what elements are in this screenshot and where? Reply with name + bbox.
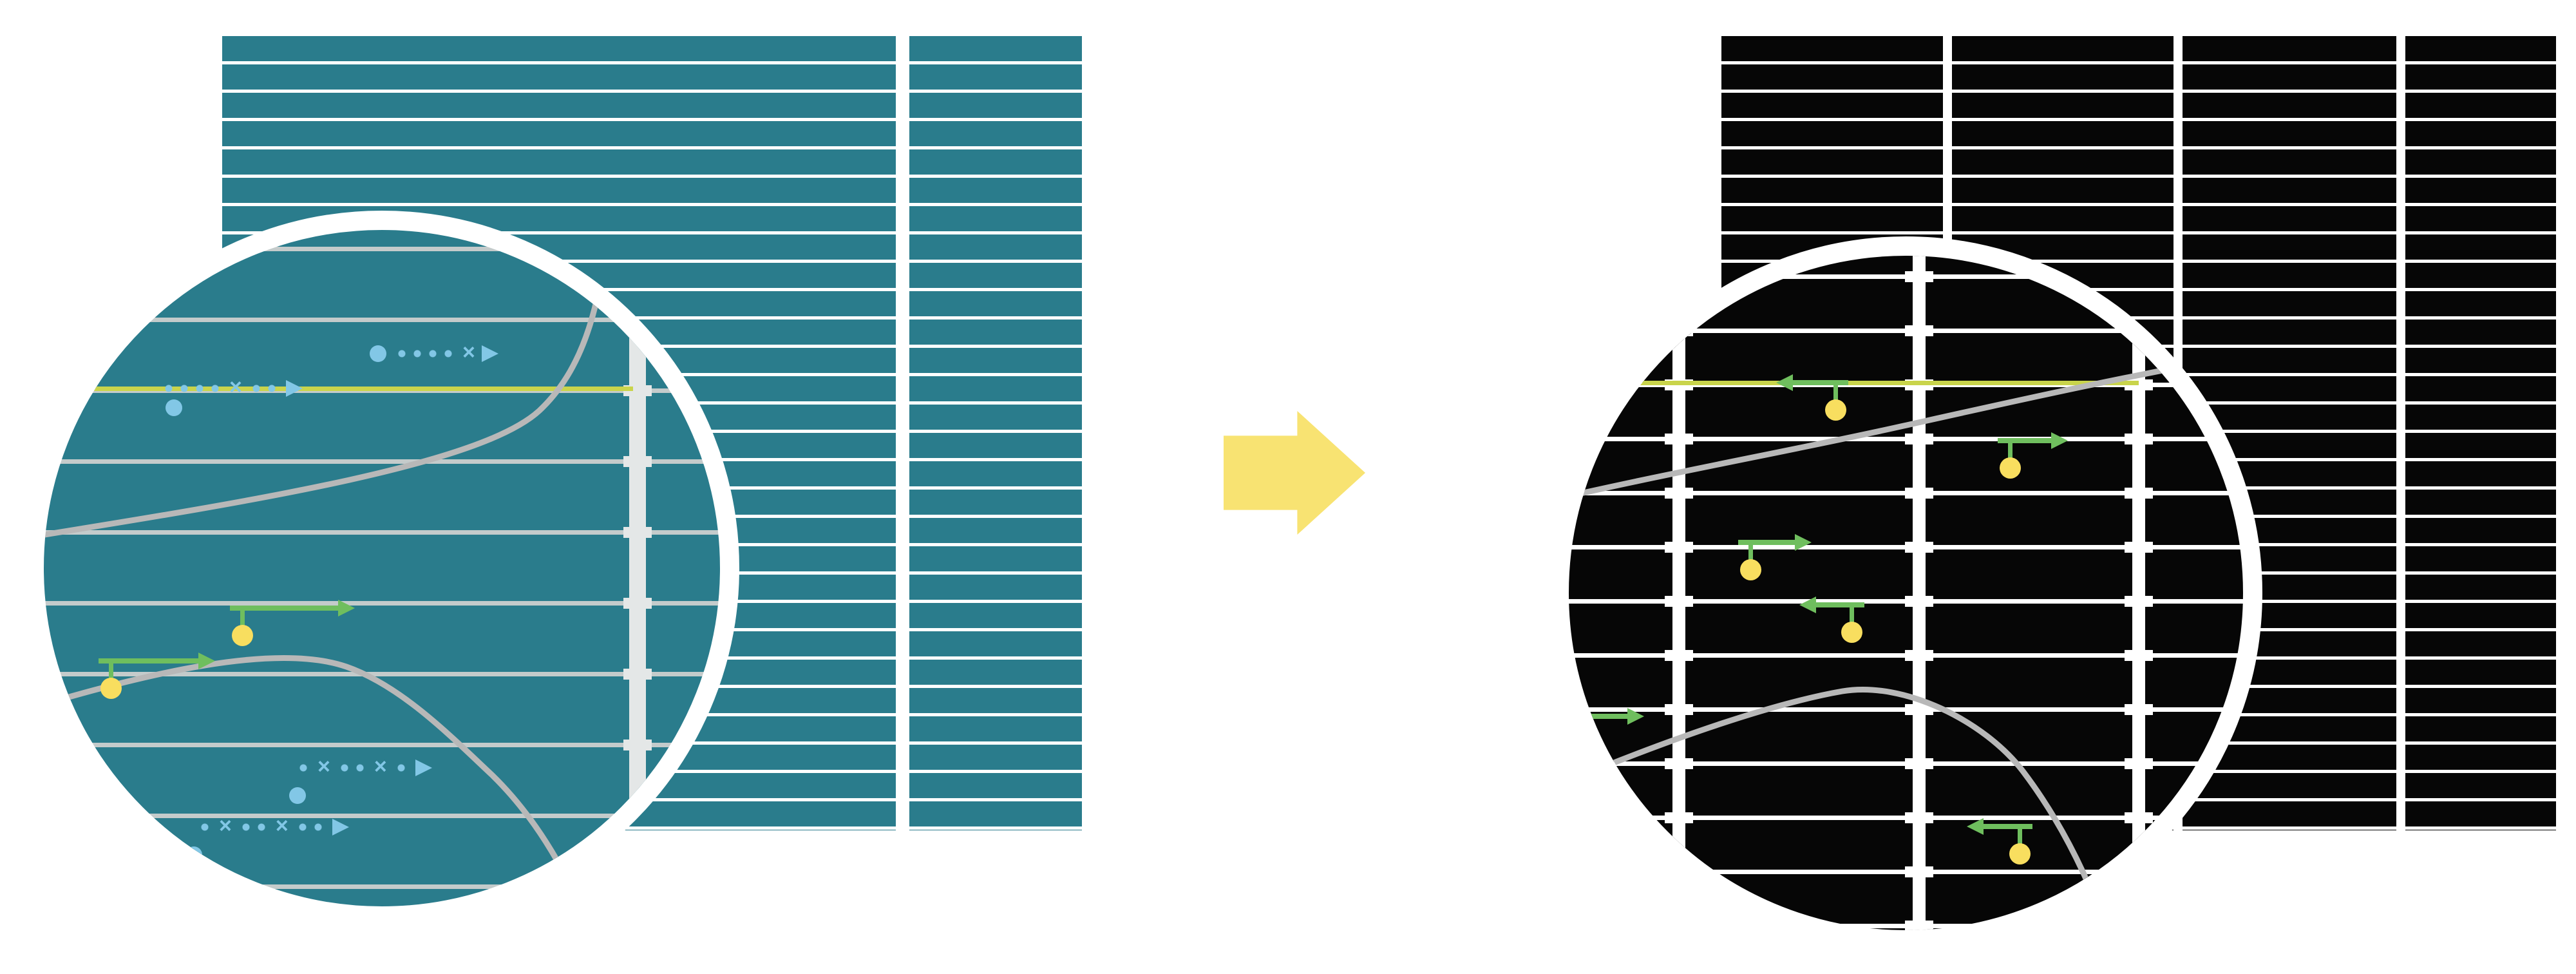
carrier-arrow xyxy=(1998,432,2068,483)
blue-arrowhead-icon xyxy=(332,819,349,836)
busbar-bar xyxy=(1672,256,1685,930)
dotted-run xyxy=(296,764,311,772)
carrier-dot xyxy=(2000,457,2021,479)
green-arrowhead-icon xyxy=(1967,818,1984,835)
blocked-path-arrow: × xyxy=(161,375,303,399)
contour-lines xyxy=(1569,352,2243,930)
recombination-x-marker: × xyxy=(374,754,387,779)
carrier-line xyxy=(1814,602,1864,607)
recombination-x-marker: × xyxy=(229,375,242,399)
carrier-arrow xyxy=(1574,708,1644,759)
carrier-stem xyxy=(2008,443,2012,459)
contour-lines xyxy=(44,230,612,906)
carrier-arrow xyxy=(1799,597,1864,647)
busbar-bar xyxy=(2132,256,2145,930)
left-magnifier-content: × × × × × xyxy=(44,230,720,906)
green-arrowhead-icon xyxy=(1795,534,1812,551)
blue-arrowhead-icon xyxy=(415,759,432,776)
carrier-stem xyxy=(1584,718,1589,734)
carrier-arrow xyxy=(1967,818,2032,869)
dotted-run xyxy=(393,764,409,772)
right-magnifier-circle xyxy=(1549,236,2262,950)
carrier-line xyxy=(1981,824,2032,829)
recombination-x-marker: × xyxy=(219,814,232,838)
carrier-dot xyxy=(2009,843,2031,864)
carrier-line xyxy=(1574,714,1630,719)
busbar xyxy=(1905,256,1933,930)
right-solar-panel-4 xyxy=(2405,36,2556,830)
carrier-line xyxy=(230,606,341,611)
carrier-lost-dot xyxy=(166,399,182,416)
dotted-run xyxy=(238,823,269,831)
blocked-path-arrow: × xyxy=(394,340,498,365)
left-magnifier-circle: × × × × × xyxy=(24,211,739,926)
carrier-dot xyxy=(1576,733,1597,754)
blue-arrowhead-icon xyxy=(285,380,303,397)
right-magnifier-content xyxy=(1569,256,2243,930)
contour-upper xyxy=(1569,352,2243,499)
blue-arrowhead-icon xyxy=(481,345,498,362)
carrier-stem xyxy=(109,663,113,679)
busbar xyxy=(2125,256,2153,930)
dotted-run xyxy=(394,350,456,358)
blocked-path-arrow: × × xyxy=(197,814,349,838)
busbar xyxy=(1665,256,1693,930)
recombination-x-marker: × xyxy=(275,814,289,838)
highlight-finger-line xyxy=(44,387,633,391)
green-arrowhead-icon xyxy=(1776,374,1793,391)
transition-arrow-icon xyxy=(1224,411,1365,535)
carrier-stem xyxy=(240,610,245,626)
dotted-run xyxy=(248,385,279,392)
carrier-lost-dot xyxy=(370,345,386,362)
green-arrowhead-icon xyxy=(198,653,215,669)
highlight-finger-line xyxy=(1569,381,2139,385)
carrier-arrow xyxy=(230,600,355,651)
green-arrowhead-icon xyxy=(1627,708,1644,725)
carrier-line xyxy=(1998,438,2054,443)
dotted-run xyxy=(336,764,368,772)
contour-upper xyxy=(44,230,612,538)
carrier-stem xyxy=(1850,607,1854,623)
carrier-stem xyxy=(1833,385,1838,401)
carrier-stem xyxy=(2018,828,2022,845)
left-solar-panel-strip xyxy=(909,36,1082,830)
carrier-dot xyxy=(232,625,253,646)
carrier-line xyxy=(99,658,201,664)
carrier-dot xyxy=(100,678,122,699)
recombination-x-marker: × xyxy=(462,340,475,365)
busbar-bar xyxy=(629,230,646,906)
contour-lower xyxy=(1569,686,2110,930)
carrier-stem xyxy=(1748,544,1753,560)
carrier-line xyxy=(1738,540,1797,545)
recombination-x-marker: × xyxy=(317,754,330,779)
carrier-dot xyxy=(1841,622,1862,643)
contour-lower xyxy=(44,654,583,906)
blocked-path-arrow: × × xyxy=(296,754,432,779)
green-arrowhead-icon xyxy=(2051,432,2068,449)
carrier-arrow xyxy=(1776,374,1848,425)
carrier-arrow xyxy=(1738,534,1812,585)
carrier-dot xyxy=(1825,399,1846,421)
busbar xyxy=(623,230,652,906)
carrier-lost-dot xyxy=(289,787,306,804)
carrier-lost-dot xyxy=(185,846,202,863)
dotted-run xyxy=(294,823,326,831)
green-arrowhead-icon xyxy=(338,600,355,616)
carrier-arrow xyxy=(99,653,215,703)
carrier-line xyxy=(1790,380,1848,385)
green-arrowhead-icon xyxy=(1799,597,1816,613)
carrier-dot xyxy=(1740,559,1761,580)
dotted-run xyxy=(161,385,223,392)
dotted-run xyxy=(197,823,213,831)
